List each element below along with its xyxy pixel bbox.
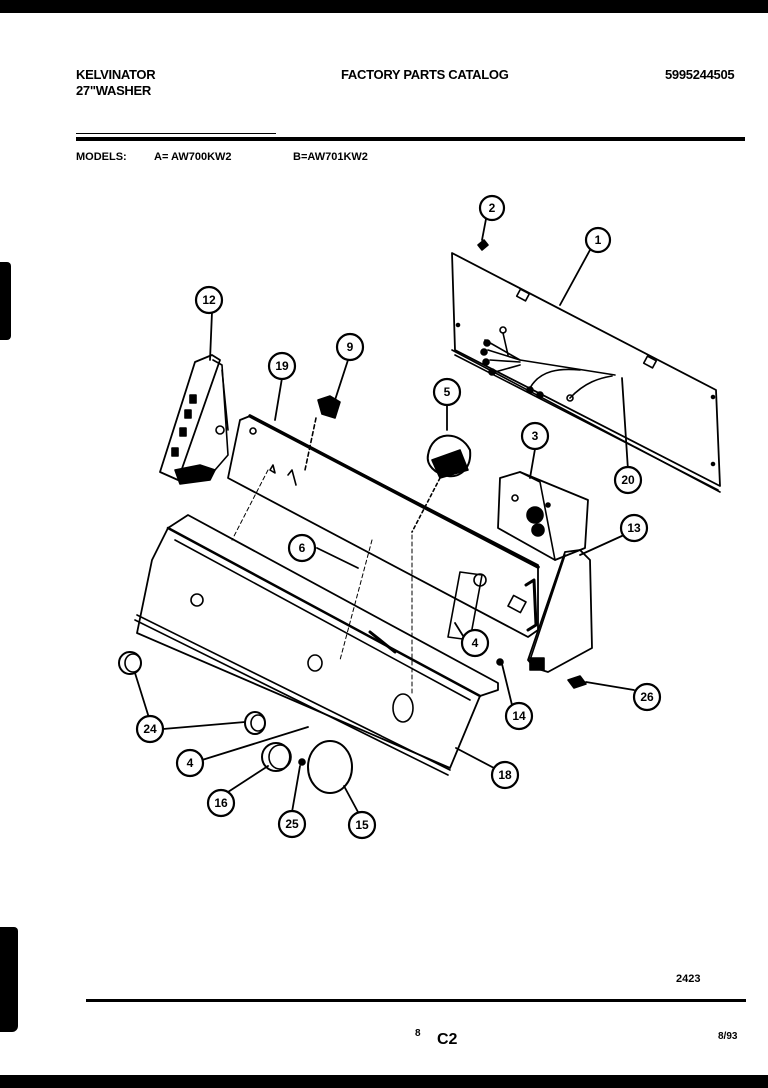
callout-2: 2 [489, 201, 496, 215]
callout-1: 1 [595, 233, 602, 247]
callout-20: 20 [621, 473, 635, 487]
callout-24: 24 [143, 722, 157, 736]
model-a: A= AW700KW2 [154, 151, 232, 163]
callout-25: 25 [285, 817, 299, 831]
part-13-end-cap [527, 549, 593, 673]
callout-18: 18 [498, 768, 512, 782]
part-18-console [134, 514, 499, 776]
header-divider-thin [76, 133, 276, 134]
callout-19: 19 [275, 359, 289, 373]
scan-border-top [0, 0, 768, 13]
illustration-reference-number: 2423 [676, 973, 701, 985]
callout-12: 12 [202, 293, 216, 307]
brand-name: KELVINATOR [76, 67, 156, 82]
model-b: B=AW701KW2 [293, 151, 368, 163]
callout-3: 3 [532, 429, 539, 443]
part-3-timer [497, 471, 589, 561]
callout-5: 5 [444, 385, 451, 399]
part-12-bracket [159, 354, 229, 485]
part-19-control-panel [227, 414, 540, 638]
catalog-number: 5995244505 [665, 67, 735, 82]
scan-border-bottom [0, 1075, 768, 1088]
product-name: 27"WASHER [76, 83, 151, 98]
callout-4: 4 [187, 756, 194, 770]
callout-9: 9 [347, 340, 354, 354]
scan-edge-mark [0, 262, 11, 340]
callout-26: 26 [640, 690, 654, 704]
callout-6: 6 [299, 541, 306, 555]
page-number-small: 8 [415, 1028, 421, 1039]
part-24-knobs [118, 651, 266, 735]
callout-4: 4 [472, 636, 479, 650]
part-rear-panel [451, 252, 721, 493]
footer-divider [86, 999, 746, 1002]
callout-13: 13 [627, 521, 641, 535]
part-5-switch [411, 434, 472, 533]
models-label: MODELS: [76, 151, 127, 163]
publication-date: 8/93 [718, 1031, 738, 1042]
header-divider [76, 137, 745, 141]
page-code: C2 [437, 1031, 458, 1048]
part-16-knob [261, 742, 292, 772]
part-15-dial [307, 740, 353, 794]
page-title: FACTORY PARTS CATALOG [341, 67, 509, 82]
callout-15: 15 [355, 818, 369, 832]
callout-14: 14 [512, 709, 526, 723]
callout-16: 16 [214, 796, 228, 810]
scan-edge-mark [0, 927, 18, 1032]
